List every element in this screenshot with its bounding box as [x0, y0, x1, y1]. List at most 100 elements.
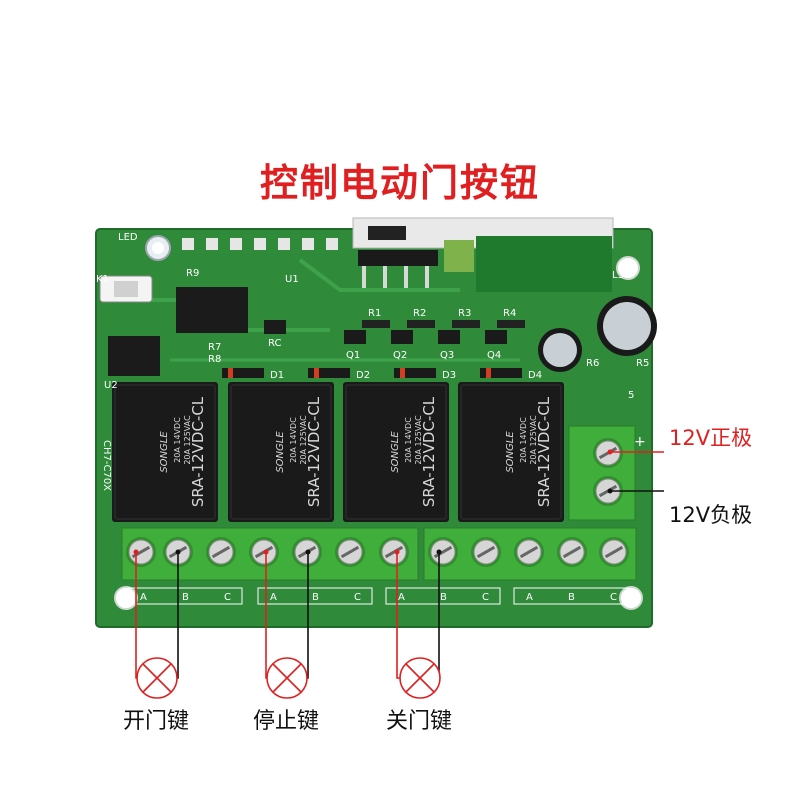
- relay-rating: 20A 125VAC: [299, 415, 308, 465]
- transistor-row: [344, 330, 507, 344]
- resistor: [407, 320, 435, 328]
- terminal-letter: B: [182, 592, 189, 603]
- silk-resistor-label: R3: [458, 308, 471, 319]
- terminal-screw[interactable]: [557, 537, 587, 567]
- terminal-screw[interactable]: [514, 537, 544, 567]
- silk-u2: U2: [104, 380, 118, 391]
- relay-rating: 20A 14VDC: [519, 417, 528, 463]
- pin-pad: [230, 238, 242, 250]
- resistor: [452, 320, 480, 328]
- silk-rc: RC: [268, 338, 281, 349]
- switch-wiring: [394, 549, 442, 699]
- relay-brand: SONGLE: [159, 431, 170, 473]
- silk-k1: K1: [96, 274, 109, 285]
- red-wire: [396, 552, 400, 679]
- relay-model: SRA-12VDC-CL: [305, 396, 323, 507]
- transistor: [485, 330, 507, 344]
- resistor: [362, 320, 390, 328]
- silk-diode-label: D2: [356, 370, 370, 381]
- terminal-screw[interactable]: [599, 537, 629, 567]
- pin-pad: [206, 238, 218, 250]
- open-button-label: 开门键: [122, 709, 189, 734]
- abc-group: A B C: [513, 587, 629, 605]
- pin-pad: [182, 238, 194, 250]
- terminal-letter: A: [398, 592, 405, 603]
- relay-rating: 20A 14VDC: [289, 417, 298, 463]
- abc-group: A B C: [257, 587, 373, 605]
- pin-pad: [254, 238, 266, 250]
- silk-board-code: CH7-C70X: [101, 440, 112, 491]
- mounting-hole: [114, 586, 138, 610]
- decoder-ic: [176, 287, 248, 333]
- terminal-letter: C: [354, 592, 361, 603]
- terminal-letter: C: [482, 592, 489, 603]
- switch-symbol: [399, 657, 441, 699]
- silk-l3: L3: [612, 270, 624, 281]
- switch-wiring: [263, 549, 311, 699]
- relay-brand: SONGLE: [505, 431, 516, 473]
- pin-pad: [278, 238, 290, 250]
- silk-transistor-label: Q2: [393, 350, 407, 361]
- terminal-screw[interactable]: [379, 537, 409, 567]
- switch-symbol: [266, 657, 308, 699]
- terminal-screw[interactable]: [206, 537, 236, 567]
- diode: [480, 368, 522, 378]
- silk-five: 5: [628, 390, 634, 401]
- terminal-letter: B: [568, 592, 575, 603]
- terminal-letter: A: [270, 592, 277, 603]
- terminal-screw[interactable]: [126, 537, 156, 567]
- terminal-screw[interactable]: [335, 537, 365, 567]
- relay-rating: 20A 125VAC: [414, 415, 423, 465]
- output-terminal-blocks: [121, 527, 637, 581]
- diode: [222, 368, 264, 378]
- silk-transistor-label: Q3: [440, 350, 454, 361]
- relay-model: SRA-12VDC-CL: [420, 396, 438, 507]
- silk-diode-label: D4: [528, 370, 542, 381]
- resistor: [497, 320, 525, 328]
- silk-r6: R6: [586, 358, 599, 369]
- terminal-screw[interactable]: [428, 537, 458, 567]
- terminal-letter: C: [610, 592, 617, 603]
- terminal-letter: A: [526, 592, 533, 603]
- transistor: [438, 330, 460, 344]
- silk-plus: +: [634, 434, 646, 450]
- diode-row: [222, 368, 522, 378]
- relay-rating: 20A 125VAC: [529, 415, 538, 465]
- silk-r7: R7: [208, 342, 221, 353]
- diagram-title: 控制电动门按钮: [259, 161, 540, 205]
- silk-r8: R8: [208, 354, 221, 365]
- diode: [394, 368, 436, 378]
- silk-diode-label: D3: [442, 370, 456, 381]
- transistor: [391, 330, 413, 344]
- switch-wiring: [133, 549, 181, 699]
- terminal-letter: B: [312, 592, 319, 603]
- button-wiring: [133, 549, 442, 699]
- pin-pad: [326, 238, 338, 250]
- relay-rating: 20A 125VAC: [183, 415, 192, 465]
- positive-12v-label: 12V正极: [669, 426, 753, 450]
- relay-model: SRA-12VDC-CL: [535, 396, 553, 507]
- rf-module-pins: [358, 250, 438, 288]
- switch-symbol: [136, 657, 178, 699]
- terminal-letter: B: [440, 592, 447, 603]
- relay-model: SRA-12VDC-CL: [189, 396, 207, 507]
- regulator-ic: [108, 336, 160, 376]
- stop-button-label: 停止键: [252, 709, 319, 734]
- relay-brand: SONGLE: [390, 431, 401, 473]
- silk-led: LED: [118, 232, 138, 243]
- terminal-screw[interactable]: [471, 537, 501, 567]
- mounting-hole: [619, 586, 643, 610]
- pin-pads: [182, 238, 338, 250]
- silk-r9: R9: [186, 268, 199, 279]
- terminal-letter: C: [224, 592, 231, 603]
- relay-brand: SONGLE: [275, 431, 286, 473]
- silk-u1: U1: [285, 274, 299, 285]
